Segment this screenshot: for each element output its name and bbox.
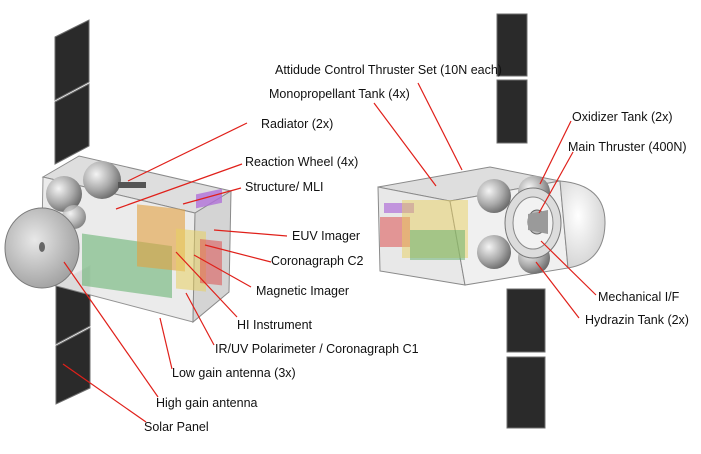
left-purple-box [196, 188, 222, 209]
label-solar-panel: Solar Panel [144, 420, 209, 434]
left-reaction-wheel-sphere-2 [46, 176, 82, 212]
left-orange-instrument [137, 204, 185, 272]
label-magnetic-imager: Magnetic Imager [256, 284, 350, 298]
thruster-bell [528, 210, 548, 234]
left-high-gain-antenna [4, 207, 80, 289]
label-main-thruster: Main Thruster (400N) [568, 140, 687, 154]
label-monoprop-tank: Monopropellant Tank (4x) [269, 87, 410, 101]
leader-structure-mli [182, 187, 242, 205]
leader-reaction-wheel [115, 163, 243, 210]
label-mechanical-if: Mechanical I/F [598, 290, 680, 304]
label-reaction-wheel: Reaction Wheel (4x) [245, 155, 359, 169]
right-solar-panel-top-2 [496, 79, 528, 144]
right-tank-sphere-3 [477, 235, 511, 269]
left-solar-panel-bottom-2 [55, 327, 91, 405]
left-red-instrument [200, 239, 222, 286]
leader-solar-panel [62, 363, 147, 423]
leader-hi-instrument [175, 251, 238, 318]
right-tank-sphere-1 [477, 179, 511, 213]
label-hi-instrument: HI Instrument [237, 318, 313, 332]
leader-attitude-thrusters [417, 82, 463, 171]
label-radiator: Radiator (2x) [261, 117, 334, 131]
right-bus [377, 166, 606, 286]
right-purple-box [384, 203, 414, 213]
label-attitude-thrusters: Attidude Control Thruster Set (10N each) [275, 63, 502, 77]
leader-high-gain-antenna [63, 261, 159, 398]
right-solar-panel-bottom-2 [506, 356, 546, 429]
left-solar-panel-top-2 [54, 83, 90, 165]
left-reaction-wheel-sphere-1 [83, 161, 121, 199]
right-solar-panel-bottom-1 [506, 288, 546, 353]
leader-lines [62, 82, 597, 423]
leader-euv-imager [213, 229, 288, 237]
leader-hydrazin-tank [535, 261, 580, 319]
label-structure-mli: Structure/ MLI [245, 180, 324, 194]
label-hydrazin-tank: Hydrazin Tank (2x) [585, 313, 689, 327]
label-ir-uv-polarimeter: IR/UV Polarimeter / Coronagraph C1 [215, 342, 419, 356]
label-coronagraph-c2: Coronagraph C2 [271, 254, 364, 268]
leader-oxidizer-tank [539, 120, 572, 185]
left-bus [40, 155, 233, 324]
high-gain-feed [39, 242, 45, 252]
left-solar-panel-top-1 [54, 19, 90, 101]
main-thruster-assembly [504, 187, 562, 259]
label-high-gain-antenna: High gain antenna [156, 396, 258, 410]
label-euv-imager: EUV Imager [292, 229, 361, 243]
label-low-gain-antenna: Low gain antenna (3x) [172, 366, 296, 380]
label-oxidizer-tank: Oxidizer Tank (2x) [572, 110, 673, 124]
leader-main-thruster [538, 151, 574, 214]
leader-ir-uv-polarimeter [185, 292, 215, 346]
right-green-board [410, 230, 465, 260]
leader-radiator [127, 122, 248, 182]
leader-low-gain-antenna [159, 317, 173, 370]
left-top-hatch [118, 182, 146, 188]
leader-mechanical-if [540, 240, 597, 296]
mechanical-interface-dome [559, 180, 606, 269]
leader-magnetic-imager [193, 254, 252, 288]
right-solar-panel-top-1 [496, 13, 528, 77]
leader-monoprop-tank [373, 102, 437, 187]
leader-coronagraph-c2 [204, 244, 272, 263]
right-solar-panel-array [496, 13, 546, 429]
